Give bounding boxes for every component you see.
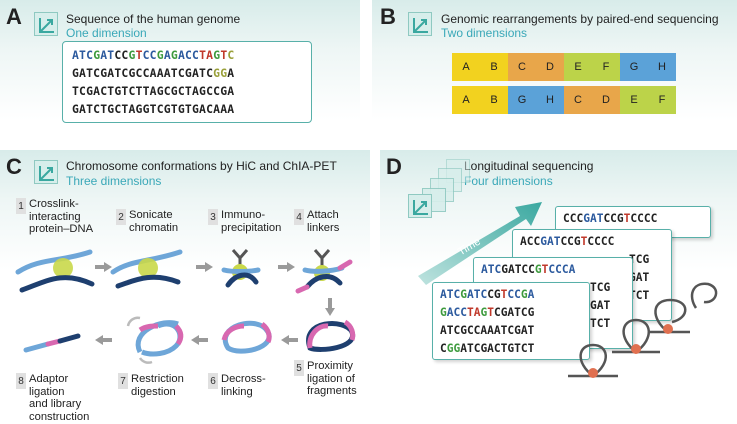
step-number: 7 <box>118 373 128 389</box>
step-number: 4 <box>294 209 304 225</box>
panel-a-title: Sequence of the human genome <box>66 12 241 26</box>
card-sequence-line: ACCGATCCGTCCCC <box>520 235 615 248</box>
panel-a-letter: A <box>6 4 22 29</box>
step-number: 8 <box>16 373 26 389</box>
card-sequence-line: TCG <box>590 281 611 294</box>
step-number: 2 <box>116 209 126 225</box>
card-sequence-line: GACCTAGTCGATCG <box>440 306 535 319</box>
step-number: 6 <box>208 373 218 389</box>
card-sequence-line: TCG <box>629 253 650 266</box>
segment-a: A <box>452 53 480 81</box>
segment-e: E <box>620 86 648 114</box>
panel-c-letter: C <box>6 154 22 179</box>
segment-b: B <box>480 86 508 114</box>
step-number: 3 <box>208 209 218 225</box>
card-sequence-line: ATCGATCCGTCCCA <box>481 263 576 276</box>
panel-a: A Sequence of the human genome One dimen… <box>0 0 360 140</box>
card-sequence-line: TCT <box>590 317 611 330</box>
panel-b-letter: B <box>380 4 396 29</box>
segment-f: F <box>648 86 676 114</box>
step-label: Decross-linking <box>221 373 266 398</box>
step-number: 1 <box>16 198 26 214</box>
card-sequence-line: ATCGATCCGTCCGA <box>440 288 535 301</box>
step-label: Immuno-precipitation <box>221 209 282 234</box>
axis-icon <box>408 194 432 218</box>
panel-d-title: Longitudinal sequencing <box>464 159 594 173</box>
genome-sequence-box: ATCGATCCGTCCGAGACCTAGTC GATCGATCGCCAAATCG… <box>62 41 312 123</box>
card-sequence-line: CCCGATCCGTCCCC <box>563 212 658 225</box>
segment-c: C <box>508 53 536 81</box>
sequence-line: ATCGATCCGTCCGAGACCTAGTC <box>72 48 235 62</box>
axis-icon <box>34 12 58 36</box>
card-sequence-line: ATCGCCAAATCGAT <box>440 324 535 337</box>
panel-b-title: Genomic rearrangements by paired-end seq… <box>441 12 719 26</box>
card-sequence-line: TCT <box>629 289 650 302</box>
sequence-line: GATCGATCGCCAAATCGATCGGA <box>72 66 235 80</box>
panel-b: B Genomic rearrangements by paired-end s… <box>372 0 737 140</box>
step-number: 5 <box>294 360 304 376</box>
card-sequence-line: CGGATCGACTGTCT <box>440 342 535 355</box>
segment-b: B <box>480 53 508 81</box>
sequence-line: GATCTGCTAGGTCGTGTGACAAA <box>72 102 235 116</box>
segment-e: E <box>564 53 592 81</box>
axis-icon <box>408 12 432 36</box>
segment-d: D <box>536 53 564 81</box>
panel-d-letter: D <box>386 154 402 179</box>
segment-f: F <box>592 53 620 81</box>
segment-d: D <box>592 86 620 114</box>
segment-g: G <box>508 86 536 114</box>
axis-icon <box>34 160 58 184</box>
sequencing-card: ATCGATCCGTCCGA GACCTAGTCGATCG ATCGCCAAATCG… <box>432 282 590 360</box>
panel-d-subtitle: Four dimensions <box>464 174 553 188</box>
segment-g: G <box>620 53 648 81</box>
panel-a-subtitle: One dimension <box>66 26 147 40</box>
segment-h: H <box>648 53 676 81</box>
segment-c: C <box>564 86 592 114</box>
card-sequence-line: GAT <box>629 271 650 284</box>
panel-c-title: Chromosome conformations by HiC and ChIA… <box>66 159 337 173</box>
sequence-line: TCGACTGTCTTAGCGCTAGCCGA <box>72 84 235 98</box>
panel-b-subtitle: Two dimensions <box>441 26 528 40</box>
segment-h: H <box>536 86 564 114</box>
card-sequence-line: GAT <box>590 299 611 312</box>
segment-a: A <box>452 86 480 114</box>
panel-c-subtitle: Three dimensions <box>66 174 162 188</box>
